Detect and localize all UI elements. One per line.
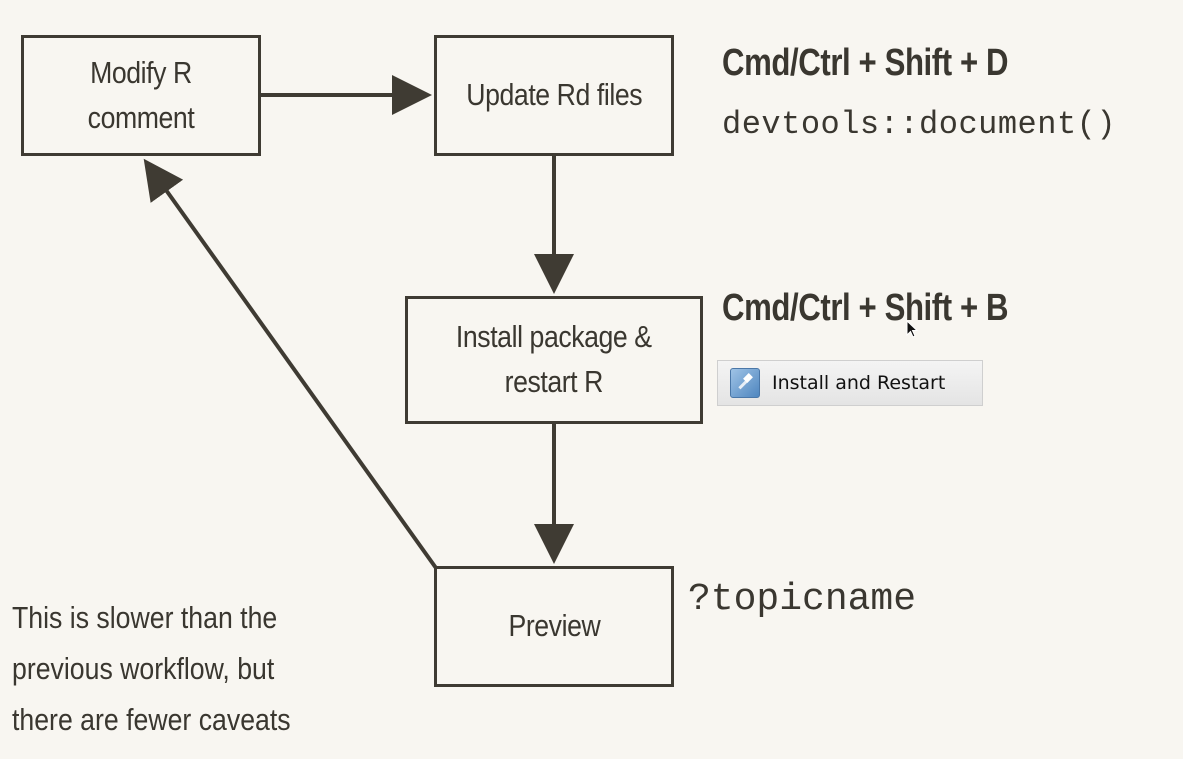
arrow-preview-to-modify	[143, 158, 438, 570]
modify-box-line-2: comment	[87, 99, 195, 135]
document-code: devtools::document()	[722, 106, 1117, 143]
note-line-3: there are fewer caveats	[12, 702, 291, 737]
update-box-label: Update Rd files	[466, 77, 642, 113]
cursor-icon	[906, 320, 919, 338]
modify-box-line-1: Modify R	[90, 54, 192, 90]
build-shortcut: Cmd/Ctrl + Shift + B	[722, 287, 1009, 329]
install-package-box: Install package & restart R	[405, 296, 703, 424]
topicname-code: ?topicname	[688, 578, 917, 621]
note-line-2: previous workflow, but	[12, 651, 275, 686]
install-and-restart-label: Install and Restart	[772, 372, 946, 394]
install-box-line-2: restart R	[504, 364, 604, 399]
install-and-restart-button[interactable]: Install and Restart	[717, 360, 983, 406]
document-shortcut: Cmd/Ctrl + Shift + D	[722, 42, 1009, 84]
workflow-note: This is slower than the previous workflo…	[12, 592, 296, 745]
install-box-line-1: Install package &	[456, 319, 652, 355]
note-line-1: This is slower than the	[12, 600, 278, 635]
preview-box: Preview	[434, 566, 674, 687]
hammer-icon	[730, 368, 760, 398]
update-rd-files-box: Update Rd files	[434, 35, 674, 156]
preview-box-label: Preview	[508, 608, 600, 644]
modify-r-comment-box: Modify R comment	[21, 35, 261, 156]
